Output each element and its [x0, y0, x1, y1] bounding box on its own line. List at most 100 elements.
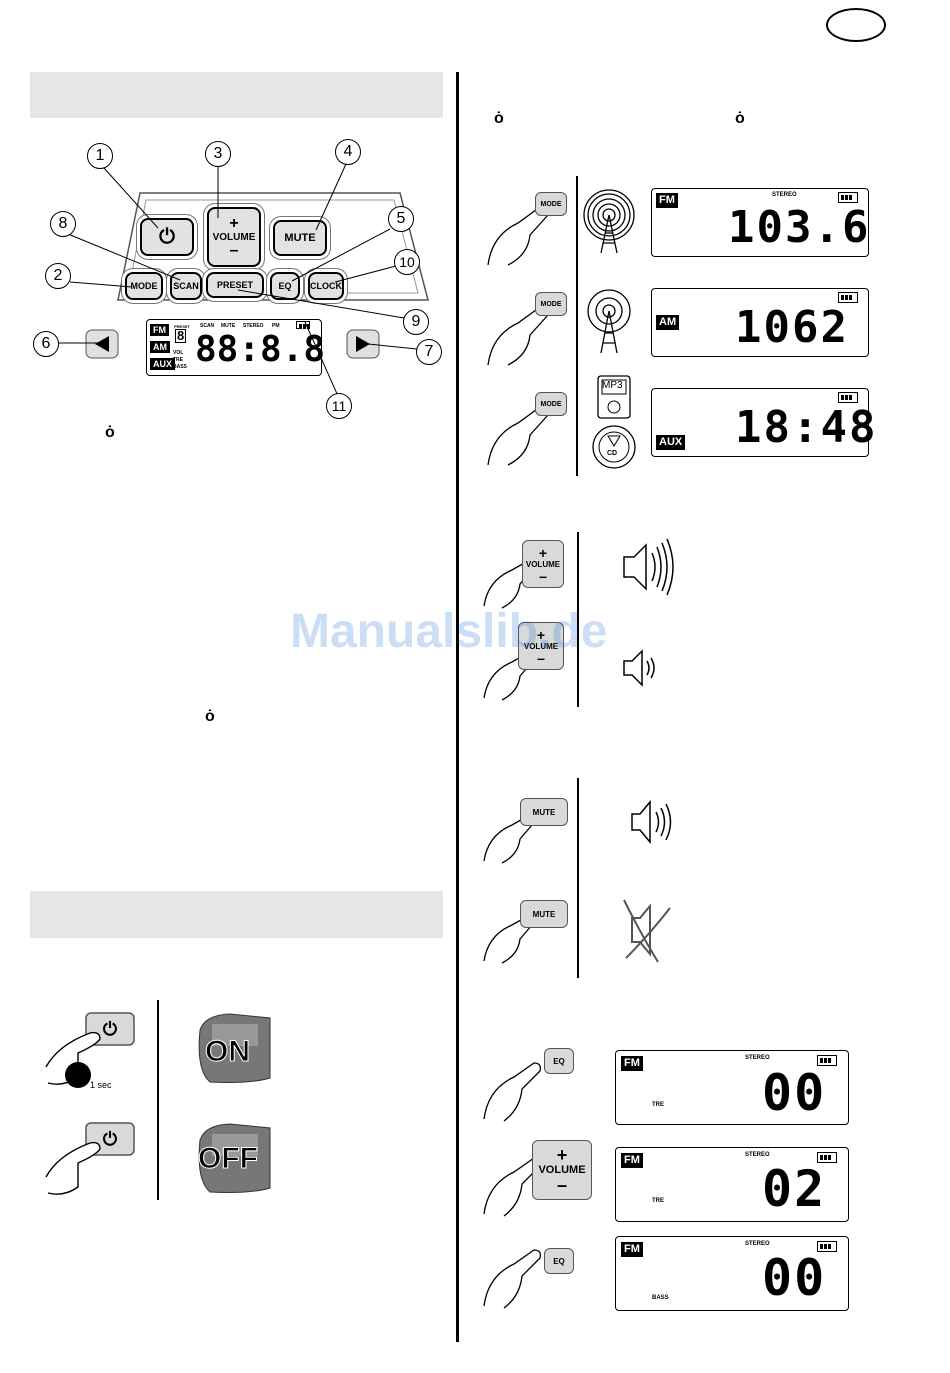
eq2-digits: 02	[762, 1160, 827, 1218]
right-mark-1: ȯ	[494, 110, 504, 127]
mute-button-2[interactable]: MUTE	[520, 900, 568, 928]
eq2-stereo: STEREO	[745, 1152, 770, 1158]
mp3-label: MP3	[602, 380, 623, 391]
preset-button[interactable]: PRESET	[206, 272, 264, 298]
am-display	[651, 288, 869, 357]
language-badge	[826, 8, 886, 42]
volume-button[interactable]: + VOLUME –	[207, 207, 261, 267]
timer-label: 1 sec	[90, 1080, 112, 1090]
hand-press-power-icon	[45, 1012, 135, 1088]
radio-off-image	[198, 1123, 271, 1193]
volume-button-up[interactable]: + VOLUME –	[522, 540, 564, 588]
panel-display	[146, 319, 322, 376]
eq3-mode-label: BASS	[652, 1295, 669, 1301]
speaker-quiet-icon	[623, 649, 655, 687]
volume-down-minus: –	[537, 649, 545, 666]
mp3-player-icon	[597, 375, 631, 419]
volume-button-eq[interactable]: + VOLUME –	[532, 1140, 592, 1200]
am-frequency-digits: 1062	[735, 302, 849, 353]
eq3-band-tag: FM	[621, 1242, 643, 1257]
fm-frequency-digits: 103.6	[728, 202, 871, 253]
volume-eq-plus: +	[556, 1145, 568, 1165]
display-ind-tre: TRE	[173, 357, 183, 363]
display-ind-bass: BASS	[173, 364, 187, 370]
volume-down-label: VOLUME	[523, 641, 559, 651]
eq-display-3	[615, 1236, 849, 1311]
power-button[interactable]: ⏻	[140, 218, 194, 256]
volume-down-plus: +	[536, 626, 546, 643]
mode-separator	[576, 176, 578, 476]
callout-4: 4	[335, 139, 361, 165]
left-mark-2: ȯ	[205, 708, 215, 725]
speaker-on-icon	[631, 799, 672, 845]
speaker-muted-icon	[623, 899, 671, 963]
next-arrow-button[interactable]	[346, 329, 381, 359]
callout-3: 3	[205, 141, 231, 167]
eq-button[interactable]: EQ	[270, 272, 300, 300]
power-button-press-off[interactable]: ⏻	[102, 1128, 118, 1149]
section-header-bar-top	[30, 72, 443, 118]
display-fm-tag: FM	[150, 324, 169, 336]
eq2-band-tag: FM	[621, 1153, 643, 1168]
radio-on-image	[198, 1013, 271, 1083]
eq1-band-tag: FM	[621, 1056, 643, 1071]
mode-button-am[interactable]: MODE	[535, 292, 567, 316]
callout-6: 6	[33, 331, 59, 357]
display-ind-vol: VOL	[173, 350, 184, 356]
eq-display-2	[615, 1147, 849, 1222]
volume-plus-label: +	[229, 214, 239, 232]
eq2-mode-label: TRE	[652, 1198, 664, 1204]
on-label: ON	[205, 1035, 251, 1069]
prev-arrow-button[interactable]	[85, 329, 120, 359]
hand-eq-icon-2	[483, 1249, 542, 1309]
watermark-text: Manualslib.de	[290, 605, 608, 658]
am-antenna-icon	[587, 289, 631, 354]
eq3-stereo: STEREO	[745, 1241, 770, 1247]
volume-button-down[interactable]: + VOLUME –	[518, 622, 564, 670]
hand-eq-icon-1	[483, 1062, 542, 1122]
display-battery-icon	[296, 321, 311, 329]
eq-button-1[interactable]: EQ	[544, 1048, 574, 1074]
column-divider	[456, 72, 459, 1342]
display-ind-scan: SCAN	[200, 323, 215, 329]
mode-button-fm[interactable]: MODE	[535, 192, 567, 216]
hand-press-power-off-icon	[45, 1122, 135, 1195]
volume-separator	[577, 532, 579, 707]
power-button-press-on[interactable]: ⏻	[102, 1018, 118, 1039]
mode-button[interactable]: MODE	[125, 272, 163, 300]
scan-button[interactable]: SCAN	[170, 272, 202, 300]
fm-stereo-label: STEREO	[772, 192, 797, 198]
clock-button[interactable]: CLOCK	[308, 272, 344, 300]
fm-battery-icon	[838, 192, 858, 203]
eq-button-2[interactable]: EQ	[544, 1248, 574, 1274]
callout-1: 1	[87, 143, 113, 169]
aux-display	[651, 388, 869, 457]
callout-11: 11	[326, 393, 352, 419]
callout-5: 5	[388, 206, 414, 232]
display-ind-pm: PM	[272, 323, 280, 329]
display-am-tag: AM	[150, 341, 170, 353]
mute-button-1[interactable]: MUTE	[520, 798, 568, 826]
cd-icon	[592, 425, 636, 469]
display-digits: 88:8.8	[195, 329, 326, 370]
eq1-digits: 00	[762, 1064, 827, 1122]
callout-10: 10	[394, 249, 420, 275]
am-band-tag: AM	[656, 315, 680, 330]
volume-up-label: VOLUME	[525, 559, 561, 569]
section-header-bar-power	[30, 891, 443, 938]
volume-eq-minus: –	[556, 1175, 567, 1195]
mode-button-aux[interactable]: MODE	[535, 392, 567, 416]
callout-lines	[58, 163, 418, 397]
mute-separator	[577, 778, 579, 978]
volume-up-minus: –	[539, 567, 547, 584]
eq1-stereo: STEREO	[745, 1055, 770, 1061]
eq1-battery-icon	[817, 1055, 837, 1066]
fm-display	[651, 188, 869, 257]
power-separator	[157, 1000, 159, 1200]
am-battery-icon	[838, 292, 858, 303]
callout-9: 9	[403, 309, 429, 335]
callout-8: 8	[50, 211, 76, 237]
eq3-digits: 00	[762, 1249, 827, 1307]
left-mark-1: ȯ	[105, 424, 115, 441]
volume-label: VOLUME	[212, 231, 256, 243]
